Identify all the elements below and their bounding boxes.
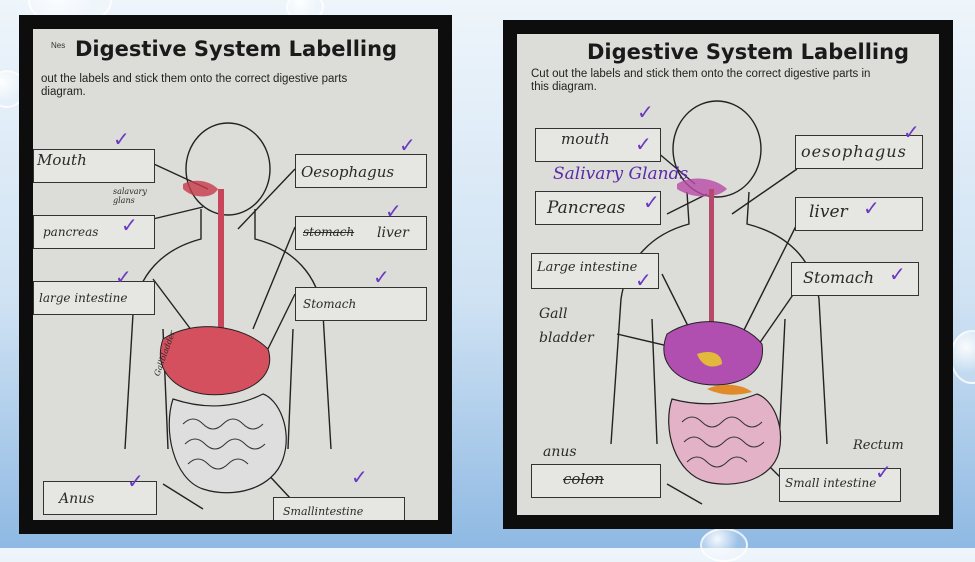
label-box-pancreas [535, 191, 661, 225]
handwritten-salivary: Salivary Glands [553, 164, 689, 184]
handwritten-liver: liver [809, 202, 848, 222]
right-photo-frame: Digestive System Labelling Cut out the l… [503, 20, 953, 529]
tick-mark-icon: ✓ [635, 132, 652, 156]
handwritten-oesophagus: Oesophagus [301, 163, 395, 181]
tick-mark-icon: ✓ [875, 460, 892, 484]
handwritten-gall: Gall [539, 306, 568, 322]
bubble-decoration [950, 330, 975, 384]
label-box-stomach [295, 287, 427, 321]
handwritten-large-intestine: large intestine [39, 291, 128, 305]
tick-mark-icon: ✓ [385, 199, 402, 223]
tick-mark-icon: ✓ [903, 120, 920, 144]
label-box-anus [43, 481, 157, 515]
handwritten-liver: liver [377, 225, 409, 241]
label-box-liver [295, 216, 427, 250]
corner-note: Nes [51, 41, 66, 50]
tick-mark-icon: ✓ [373, 265, 390, 289]
handwritten-anus: Anus [59, 491, 95, 507]
tick-mark-icon: ✓ [863, 196, 880, 220]
instruction-text: Cut out the labels and stick them onto t… [531, 68, 871, 93]
bubble-decoration [700, 528, 748, 562]
handwritten-stomach: Stomach [303, 297, 357, 311]
tick-mark-icon: ✓ [889, 262, 906, 286]
handwritten-small-intestine: Small intestine [785, 476, 877, 490]
tick-mark-icon: ✓ [351, 465, 368, 489]
handwritten-small-intestine: Smallintestine [283, 505, 364, 518]
tick-mark-icon: ✓ [637, 100, 654, 124]
handwritten-large-intestine: Large intestine [537, 260, 638, 275]
tick-mark-icon: ✓ [643, 190, 660, 214]
label-box-large-intestine [33, 281, 155, 315]
handwritten-rectum: Rectum [853, 438, 904, 453]
tick-mark-icon: ✓ [115, 265, 132, 289]
tick-mark-icon: ✓ [121, 213, 138, 237]
worksheet-title: Digestive System Labelling [75, 37, 398, 61]
label-box-pancreas [33, 215, 155, 249]
handwritten-salivary: salavary glans [113, 187, 147, 205]
label-box-mouth [33, 149, 155, 183]
tick-mark-icon: ✓ [113, 127, 130, 151]
worksheet-title: Digestive System Labelling [587, 40, 910, 64]
tick-mark-icon: ✓ [127, 469, 144, 493]
handwritten-stomach: Stomach [803, 268, 874, 287]
handwritten-crossed-stomach: stomach [303, 225, 355, 239]
label-box-large-intestine [531, 253, 659, 289]
label-box-liver [795, 197, 923, 231]
left-photo-frame: Nes Digestive System Labelling out the l… [19, 15, 452, 534]
tick-mark-icon: ✓ [635, 268, 652, 292]
handwritten-mouth: Mouth [37, 151, 87, 169]
handwritten-pancreas: Pancreas [547, 198, 626, 218]
label-box-mouth [535, 128, 661, 162]
label-box-anus [531, 464, 661, 498]
handwritten-oesophagus: oesophagus [801, 142, 907, 161]
body-outline-diagram [610, 100, 828, 505]
label-box-small-intestine [273, 497, 405, 520]
handwritten-bladder: bladder [539, 330, 594, 346]
label-box-stomach [791, 262, 919, 296]
label-box-oesophagus [795, 135, 923, 169]
right-worksheet: Digestive System Labelling Cut out the l… [517, 34, 939, 515]
tick-mark-icon: ✓ [399, 133, 416, 157]
handwritten-anus: anus [543, 444, 577, 460]
handwritten-crossed-colon: colon [563, 470, 604, 488]
handwritten-pancreas: pancreas [43, 225, 99, 239]
label-box-small-intestine [779, 468, 901, 502]
label-box-oesophagus [295, 154, 427, 188]
left-worksheet: Nes Digestive System Labelling out the l… [33, 29, 438, 520]
instruction-text: out the labels and stick them onto the c… [41, 73, 348, 98]
handwritten-mouth: mouth [561, 130, 610, 148]
